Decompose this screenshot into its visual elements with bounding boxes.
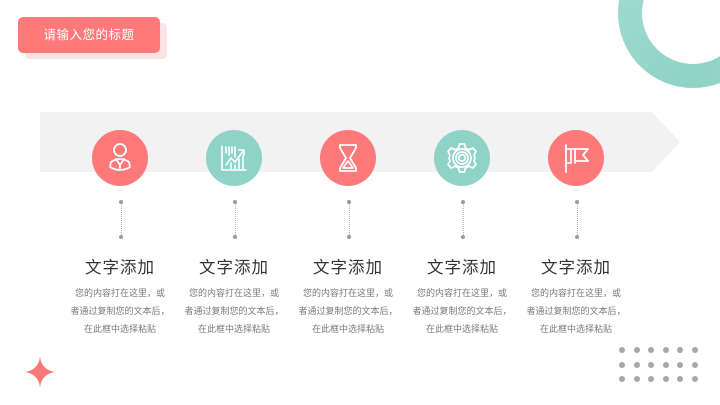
step-icon-circle[interactable] bbox=[320, 130, 376, 186]
step-heading: 文字添加 bbox=[199, 258, 269, 277]
gear-icon bbox=[447, 143, 477, 173]
step-description: 您的内容打在这里，或 者通过复制您的文本后， 在此框中选择粘贴 bbox=[526, 289, 626, 335]
flag-icon bbox=[565, 144, 589, 173]
teal-ring-decoration bbox=[618, 0, 720, 88]
growth-chart-icon bbox=[221, 145, 247, 171]
step-icon-circle[interactable] bbox=[206, 130, 262, 186]
step-heading: 文字添加 bbox=[85, 258, 155, 277]
step-description: 您的内容打在这里，或 者通过复制您的文本后， 在此框中选择粘贴 bbox=[184, 289, 284, 335]
step-icon-circle[interactable] bbox=[548, 130, 604, 186]
four-point-star-icon bbox=[25, 357, 55, 387]
hourglass-icon bbox=[339, 144, 357, 172]
step-heading: 文字添加 bbox=[541, 258, 611, 277]
step-icon-circle[interactable] bbox=[434, 130, 490, 186]
person-icon bbox=[109, 143, 131, 171]
dot-grid-decoration bbox=[619, 347, 698, 383]
page-title[interactable]: 请输入您的标题 bbox=[18, 17, 160, 53]
timeline-step-3: 文字添加 您的内容打在这里，或 者通过复制您的文本后， 在此框中选择粘贴 bbox=[291, 0, 405, 405]
step-connector bbox=[233, 200, 237, 240]
step-heading: 文字添加 bbox=[427, 258, 497, 277]
timeline-step-2: 文字添加 您的内容打在这里，或 者通过复制您的文本后， 在此框中选择粘贴 bbox=[177, 0, 291, 405]
step-connector bbox=[575, 200, 579, 240]
step-heading: 文字添加 bbox=[313, 258, 383, 277]
step-description: 您的内容打在这里，或 者通过复制您的文本后， 在此框中选择粘贴 bbox=[412, 289, 512, 335]
step-description: 您的内容打在这里，或 者通过复制您的文本后， 在此框中选择粘贴 bbox=[298, 289, 398, 335]
step-icon-circle[interactable] bbox=[92, 130, 148, 186]
timeline-step-1: 文字添加 您的内容打在这里，或 者通过复制您的文本后， 在此框中选择粘贴 bbox=[63, 0, 177, 405]
step-connector bbox=[347, 200, 351, 240]
timeline-step-4: 文字添加 您的内容打在这里，或 者通过复制您的文本后， 在此框中选择粘贴 bbox=[405, 0, 519, 405]
step-connector bbox=[461, 200, 465, 240]
step-description: 您的内容打在这里，或 者通过复制您的文本后， 在此框中选择粘贴 bbox=[70, 289, 170, 335]
timeline-step-5: 文字添加 您的内容打在这里，或 者通过复制您的文本后， 在此框中选择粘贴 bbox=[519, 0, 633, 405]
step-connector bbox=[119, 200, 123, 240]
